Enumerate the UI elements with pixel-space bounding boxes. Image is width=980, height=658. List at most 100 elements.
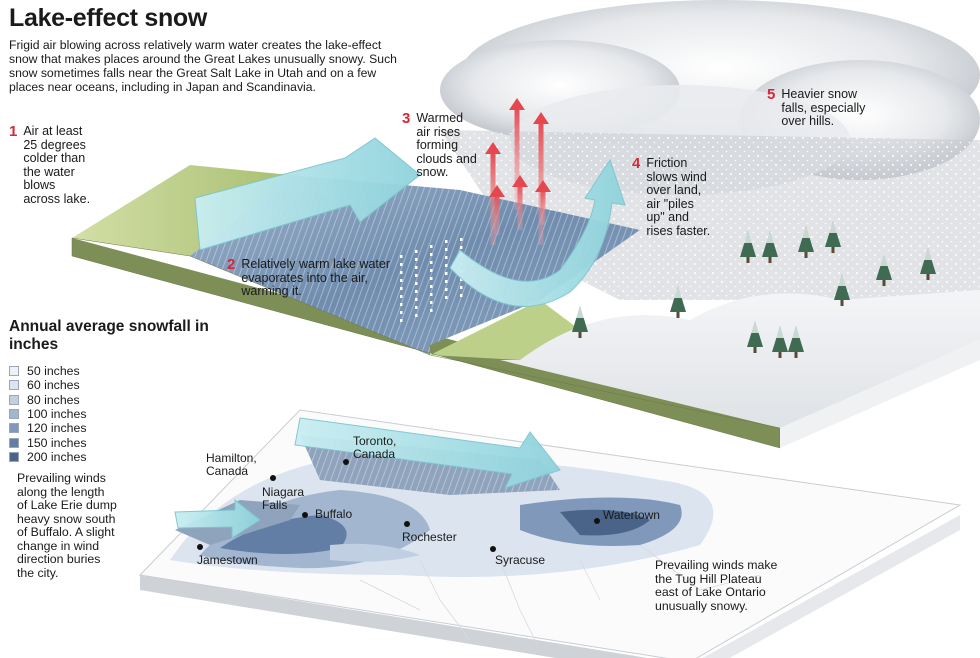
evaporation-dot xyxy=(460,246,463,249)
evaporation-dot xyxy=(445,256,448,259)
evaporation-dot xyxy=(415,306,418,309)
tree-icon xyxy=(572,306,588,338)
legend-swatch xyxy=(9,366,19,377)
snowy-land xyxy=(500,290,980,428)
snow-block-side xyxy=(780,340,980,448)
evaporation-dot xyxy=(415,298,418,301)
evaporation-dot xyxy=(430,293,433,296)
step-3-text: Warmed air rises forming clouds and snow… xyxy=(416,111,477,179)
erie-wind-arrow xyxy=(174,498,261,539)
legend-label: 200 inches xyxy=(27,449,87,464)
step-5-number: 5 xyxy=(767,86,776,103)
legend-swatch xyxy=(9,380,19,391)
evaporation-dot xyxy=(415,266,418,269)
evaporation-dot xyxy=(415,290,418,293)
evaporation-dot xyxy=(400,279,403,282)
rising-air-arrow xyxy=(512,175,528,230)
evaporation-dot xyxy=(430,309,433,312)
ontario-note: Prevailing winds make the Tug Hill Plate… xyxy=(655,558,778,613)
evaporation-dot xyxy=(445,272,448,275)
evaporation-dot xyxy=(430,301,433,304)
evaporation-dot xyxy=(430,269,433,272)
city-label-niagara: Niagara Falls xyxy=(262,485,305,512)
tree-icon xyxy=(670,286,686,318)
evaporation-dot xyxy=(415,314,418,317)
evaporation-dot xyxy=(460,278,463,281)
tree-icon xyxy=(798,226,814,258)
evaporation-dot xyxy=(415,258,418,261)
city-label-rochester: Rochester xyxy=(402,530,457,544)
step-3-number: 3 xyxy=(402,110,411,127)
legend-swatch xyxy=(9,423,19,434)
evaporation-dot xyxy=(400,295,403,298)
legend-item: 50 inches xyxy=(9,364,209,378)
cold-wind-arrow xyxy=(194,137,421,251)
rising-air-arrow xyxy=(533,112,549,245)
snowfall-bands xyxy=(170,455,714,577)
city-label-toronto: Toronto, Canada xyxy=(353,434,397,461)
rising-air-arrows xyxy=(485,98,551,245)
legend-label: 100 inches xyxy=(27,407,87,422)
evaporation-dot xyxy=(400,311,403,314)
city-label-hamilton: Hamilton, Canada xyxy=(206,451,257,478)
tree-icon xyxy=(762,231,778,263)
evaporation-dot xyxy=(445,264,448,267)
intro-text: Frigid air blowing across relatively war… xyxy=(9,38,397,94)
evaporation-dot xyxy=(400,263,403,266)
evaporation-dot xyxy=(430,245,433,248)
legend-swatch xyxy=(9,409,19,420)
legend-item: 100 inches xyxy=(9,407,209,421)
evaporation-dot xyxy=(400,287,403,290)
evaporation-dot xyxy=(445,288,448,291)
step-2-text: Relatively warm lake water evaporates in… xyxy=(241,257,391,298)
step-1-number: 1 xyxy=(9,123,18,140)
step-2: 2 Relatively warm lake water evaporates i… xyxy=(227,256,407,299)
evaporation-dot xyxy=(460,286,463,289)
evaporation-dot xyxy=(430,253,433,256)
evaporation-dots xyxy=(400,238,463,322)
legend-item: 60 inches xyxy=(9,378,209,392)
evaporation-dot xyxy=(430,277,433,280)
step-1-text: Air at least 25 degrees colder than the … xyxy=(23,124,91,206)
city-label-syracuse: Syracuse xyxy=(495,553,546,567)
step-2-number: 2 xyxy=(227,256,236,273)
rising-air-arrow xyxy=(509,98,525,210)
rising-air-arrow xyxy=(485,142,501,245)
tree-icon xyxy=(834,274,850,306)
rising-wind-arrow xyxy=(449,158,626,307)
rising-air-arrow xyxy=(535,180,551,225)
tree-icon xyxy=(772,326,788,358)
evaporation-dot xyxy=(400,271,403,274)
evaporation-dot xyxy=(445,280,448,283)
step-1: 1 Air at least 25 degrees colder than the… xyxy=(9,123,109,206)
tree-icon xyxy=(740,231,756,263)
tree-icon xyxy=(825,221,841,253)
legend-label: 50 inches xyxy=(27,364,80,379)
evaporation-dot xyxy=(400,319,403,322)
legend-item: 200 inches xyxy=(9,450,209,464)
evaporation-dot xyxy=(415,250,418,253)
tree-icon xyxy=(876,254,892,286)
legend-label: 60 inches xyxy=(27,378,80,393)
city-label-buffalo: Buffalo xyxy=(315,507,353,521)
city-label-watertown: Watertown xyxy=(603,508,660,522)
tree-icon xyxy=(920,248,936,280)
legend-swatch xyxy=(9,437,19,448)
snowfall-legend: Annual average snowfall in inches 50 inc… xyxy=(9,318,209,464)
evaporation-dot xyxy=(445,240,448,243)
evaporation-dot xyxy=(400,255,403,258)
snowy-trees xyxy=(572,221,936,358)
evaporation-dot xyxy=(445,248,448,251)
evaporation-dot xyxy=(415,274,418,277)
map-block-right-side xyxy=(702,515,960,658)
legend-label: 150 inches xyxy=(27,435,87,450)
city-dots xyxy=(197,459,600,552)
legend-item: 150 inches xyxy=(9,435,209,450)
evaporation-dot xyxy=(430,285,433,288)
diagram-title: Lake-effect snow xyxy=(9,4,208,32)
tree-icon xyxy=(747,321,763,353)
city-label-jamestown: Jamestown xyxy=(197,553,258,567)
